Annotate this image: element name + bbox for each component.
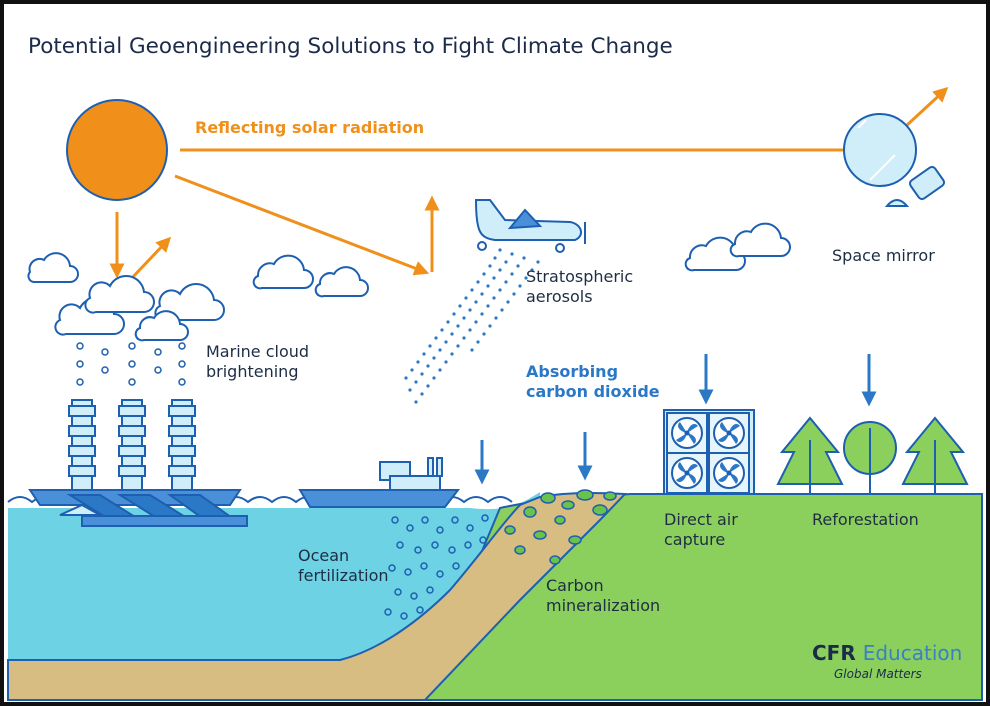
forest: [776, 416, 969, 494]
label-line: fertilization: [298, 566, 389, 586]
label-carbon-mineralization: Carbon mineralization: [546, 576, 660, 617]
label-line: Marine cloud: [206, 342, 310, 361]
label-direct-air-capture: Direct air capture: [664, 510, 738, 551]
spray-towers: [68, 399, 196, 496]
absorb-arrows: [474, 354, 877, 485]
label-line: Direct air: [664, 510, 738, 529]
brand-logo: CFR Education Global Matters: [812, 641, 962, 682]
aerosol-spray: [404, 248, 540, 404]
clouds: [27, 222, 791, 342]
label-line: Stratospheric: [526, 267, 634, 286]
direct-air-capture-unit: [663, 409, 755, 495]
label-line: brightening: [206, 362, 299, 382]
brand-secondary: Education: [862, 641, 963, 665]
fertilization-ship: [298, 457, 461, 508]
brand-tagline: Global Matters: [834, 666, 922, 681]
label-marine-cloud-brightening: Marine cloud brightening: [206, 342, 309, 383]
label-ocean-fertilization: Ocean fertilization: [298, 546, 389, 587]
sun: [66, 99, 168, 201]
heading-line: Absorbing: [526, 362, 619, 381]
label-line: mineralization: [546, 596, 661, 616]
heading-absorbing-carbon-dioxide: Absorbing carbon dioxide: [526, 362, 660, 403]
label-stratospheric-aerosols: Stratospheric aerosols: [526, 267, 633, 308]
cloud-seeding-drops: [76, 342, 186, 386]
marine-platform: [28, 489, 248, 527]
label-line: aerosols: [526, 287, 593, 307]
heading-line: carbon dioxide: [526, 382, 660, 402]
label-space-mirror: Space mirror: [832, 246, 935, 265]
page-title: Potential Geoengineering Solutions to Fi…: [28, 34, 673, 59]
space-mirror: [843, 113, 946, 207]
mineral-rocks: [504, 489, 617, 565]
label-line: capture: [664, 530, 726, 550]
label-reforestation: Reforestation: [812, 510, 919, 529]
ocean-fertilization-particles: [384, 514, 489, 620]
brand-name: CFR Education: [812, 641, 962, 667]
label-line: Carbon: [546, 576, 604, 595]
aerosol-plane: [474, 199, 586, 253]
heading-reflecting-solar-radiation: Reflecting solar radiation: [195, 118, 425, 137]
label-line: Ocean: [298, 546, 350, 565]
brand-primary: CFR: [812, 641, 856, 665]
